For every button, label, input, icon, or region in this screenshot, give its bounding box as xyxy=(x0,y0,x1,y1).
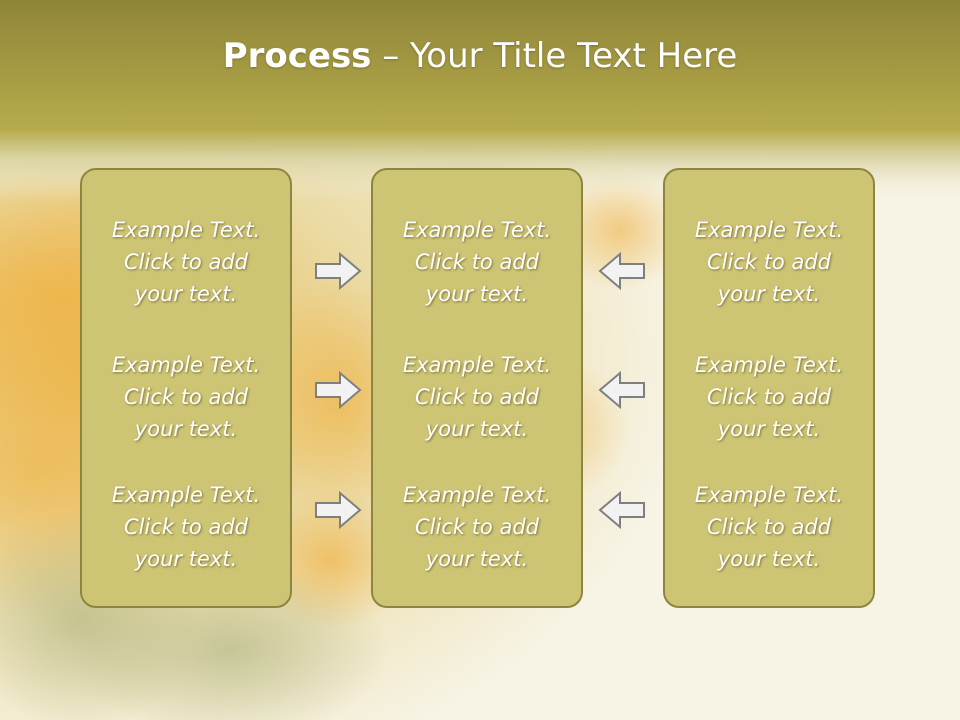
text-line: Example Text. xyxy=(402,218,552,242)
text-block[interactable]: Example Text. Click to add your text. xyxy=(665,349,873,445)
text-line: Example Text. xyxy=(402,353,552,377)
text-line: Example Text. xyxy=(694,353,844,377)
text-line: Click to add xyxy=(123,385,248,409)
text-block[interactable]: Example Text. Click to add your text. xyxy=(82,214,290,310)
text-block[interactable]: Example Text. Click to add your text. xyxy=(373,349,581,445)
text-block[interactable]: Example Text. Click to add your text. xyxy=(665,214,873,310)
text-line: your text. xyxy=(717,547,821,571)
text-block[interactable]: Example Text. Click to add your text. xyxy=(373,479,581,575)
left-arrow-icon xyxy=(598,251,645,291)
text-block[interactable]: Example Text. Click to add your text. xyxy=(373,214,581,310)
text-line: your text. xyxy=(425,417,529,441)
process-box-right[interactable]: Example Text. Click to add your text. Ex… xyxy=(663,168,875,608)
left-arrow-icon xyxy=(598,490,645,530)
text-line: Example Text. xyxy=(694,483,844,507)
text-line: Click to add xyxy=(414,385,539,409)
text-line: Click to add xyxy=(123,515,248,539)
slide-title[interactable]: Process – Your Title Text Here xyxy=(223,36,738,76)
text-line: Example Text. xyxy=(111,218,261,242)
text-line: your text. xyxy=(134,282,238,306)
text-line: Example Text. xyxy=(402,483,552,507)
text-block[interactable]: Example Text. Click to add your text. xyxy=(82,349,290,445)
right-arrow-icon xyxy=(315,490,362,530)
text-line: Click to add xyxy=(414,250,539,274)
text-line: Example Text. xyxy=(694,218,844,242)
text-line: your text. xyxy=(717,417,821,441)
text-block[interactable]: Example Text. Click to add your text. xyxy=(665,479,873,575)
text-line: your text. xyxy=(134,417,238,441)
text-line: Click to add xyxy=(706,385,831,409)
title-bold: Process xyxy=(222,36,372,76)
process-box-center[interactable]: Example Text. Click to add your text. Ex… xyxy=(371,168,583,608)
process-box-left[interactable]: Example Text. Click to add your text. Ex… xyxy=(80,168,292,608)
text-line: Example Text. xyxy=(111,483,261,507)
text-line: your text. xyxy=(425,282,529,306)
text-line: your text. xyxy=(717,282,821,306)
text-line: Click to add xyxy=(706,250,831,274)
text-line: Click to add xyxy=(414,515,539,539)
right-arrow-icon xyxy=(315,370,362,410)
title-bar: Process – Your Title Text Here xyxy=(0,0,960,130)
text-line: Click to add xyxy=(706,515,831,539)
right-arrow-icon xyxy=(315,251,362,291)
text-line: Example Text. xyxy=(111,353,261,377)
text-line: your text. xyxy=(425,547,529,571)
left-arrow-icon xyxy=(598,370,645,410)
text-line: your text. xyxy=(134,547,238,571)
title-rest: – Your Title Text Here xyxy=(371,36,738,76)
text-block[interactable]: Example Text. Click to add your text. xyxy=(82,479,290,575)
text-line: Click to add xyxy=(123,250,248,274)
